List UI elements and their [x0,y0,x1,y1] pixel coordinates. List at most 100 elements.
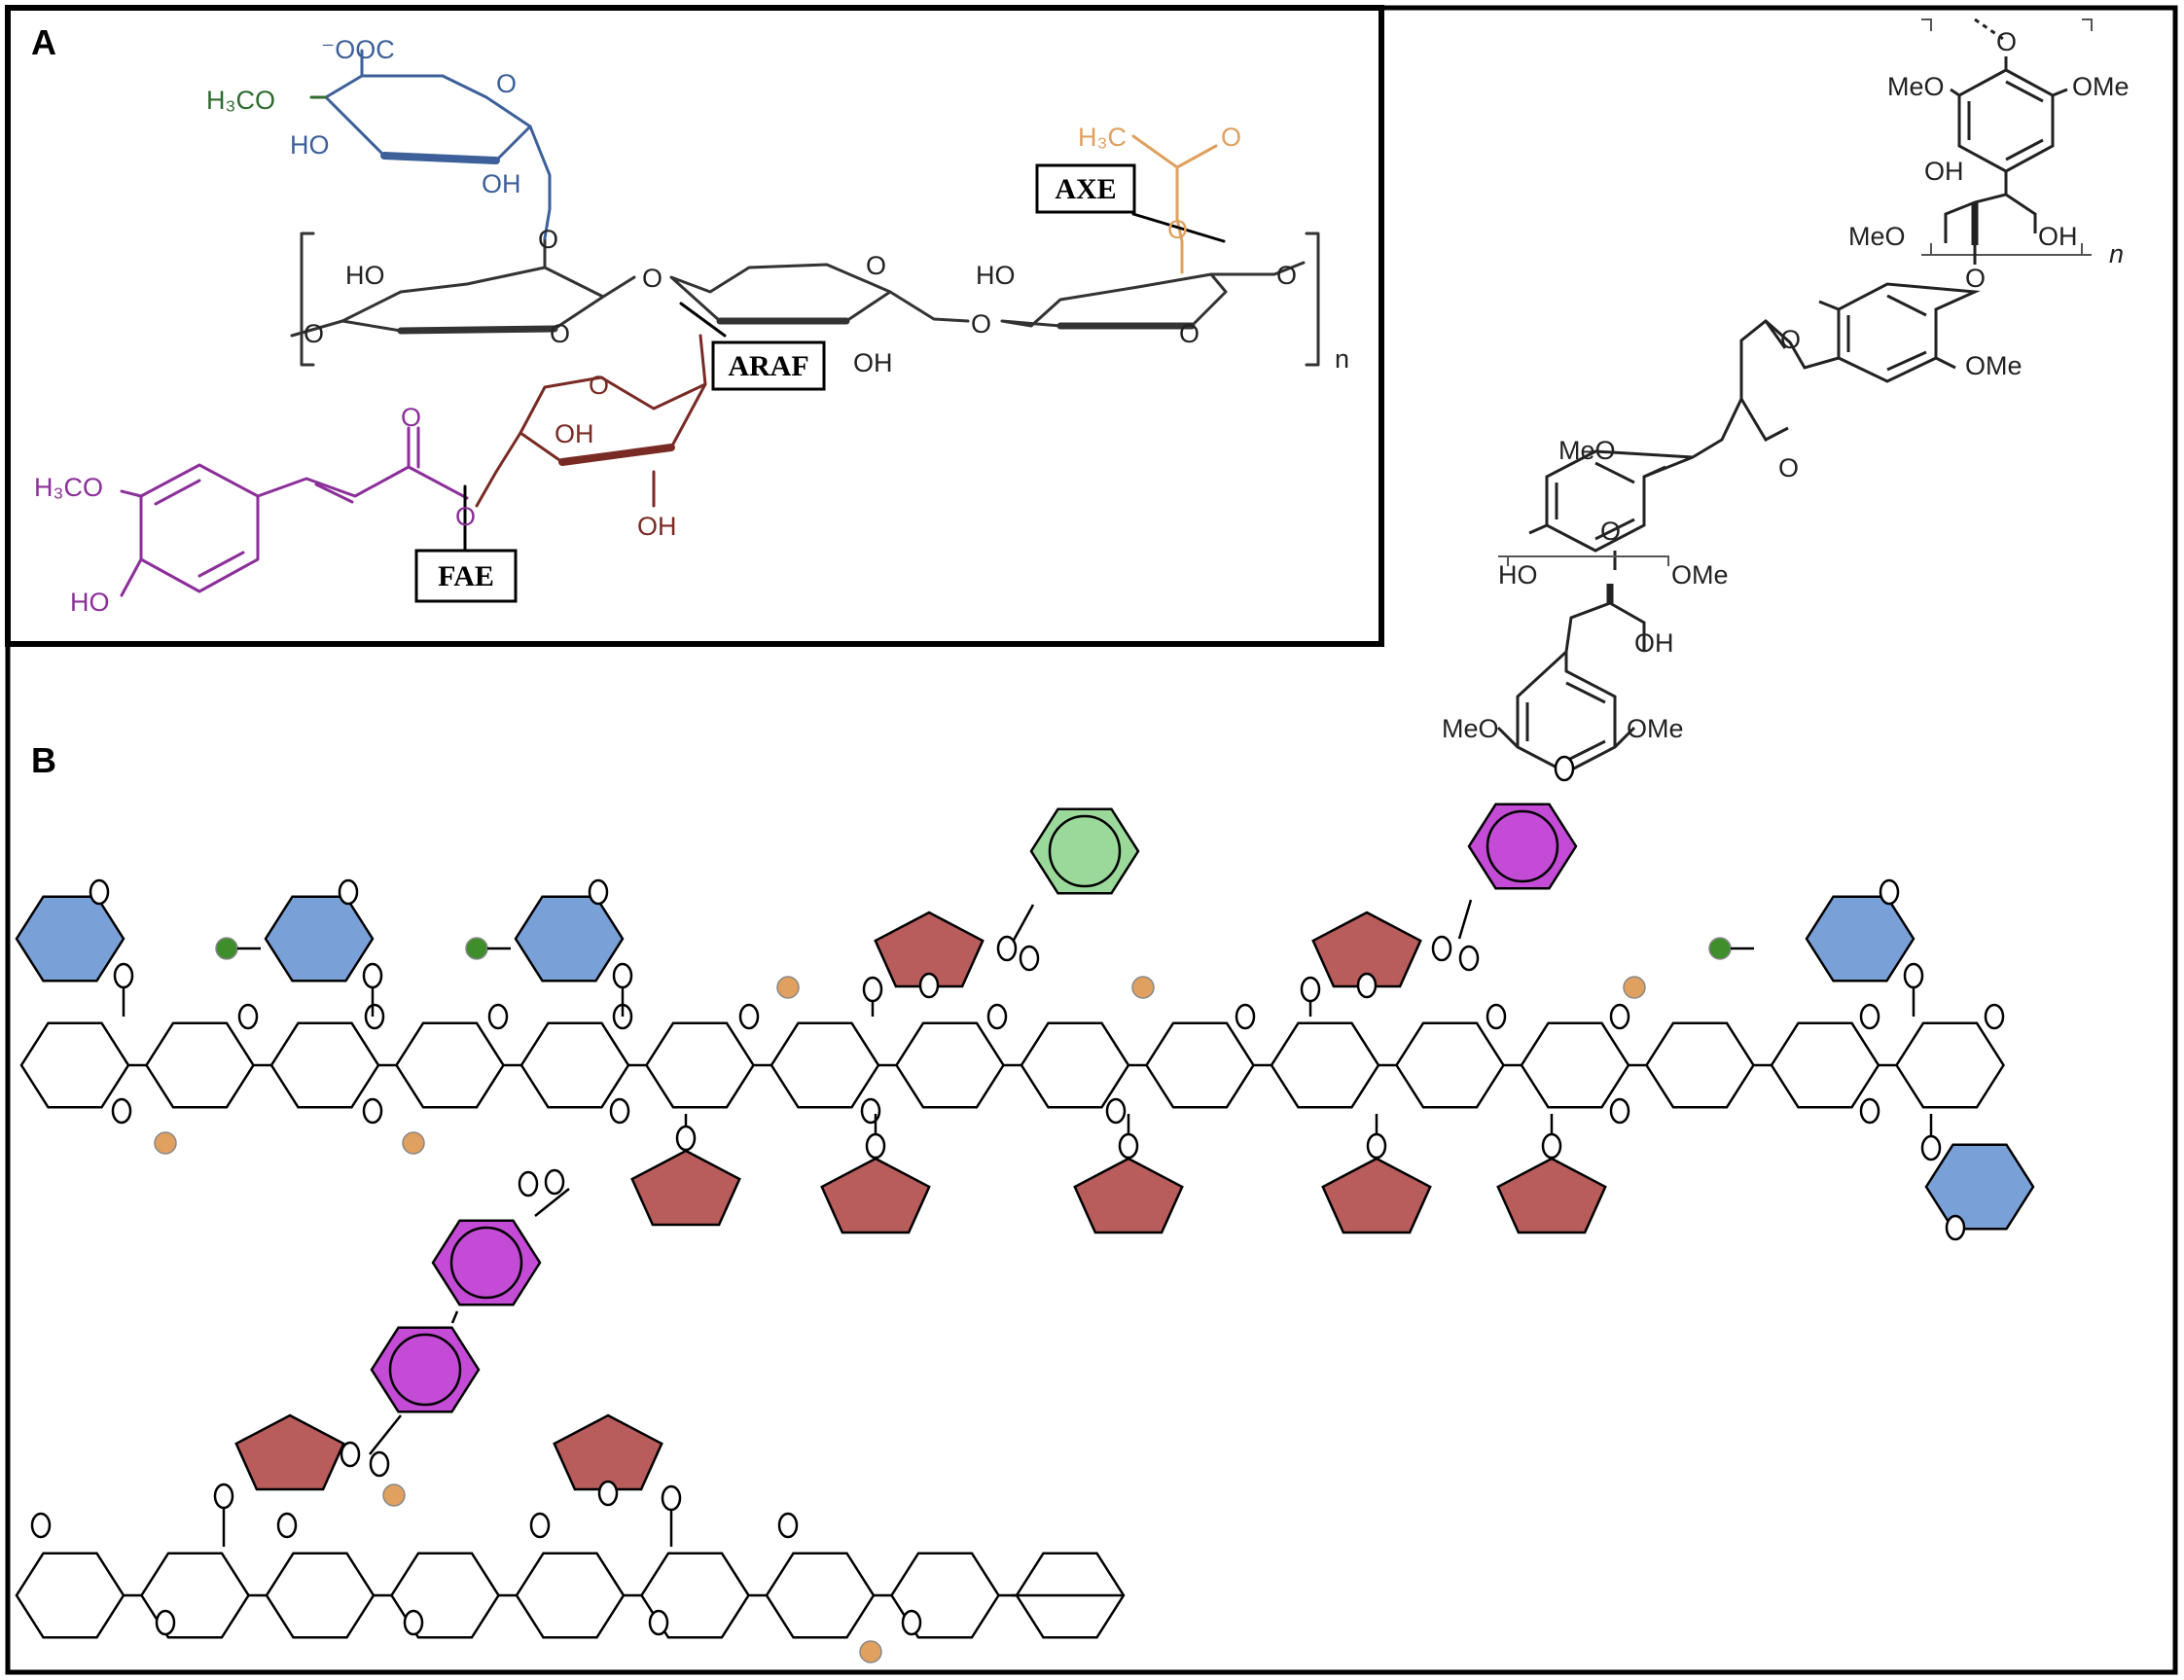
oxygen-link [738,1003,760,1030]
oxygen-link [1554,755,1575,782]
xylose-ring [1145,1021,1255,1109]
xylan-ring-o-3: O [1179,319,1199,348]
lignin-o-link-1: O [1965,264,1986,293]
lignin-meo-3: MeO [1558,436,1616,465]
oxygen-link [237,1003,259,1030]
oxygen-link [612,962,633,989]
feruloyl-linker [1010,904,1035,945]
glucuronic-hexagon [514,895,625,983]
acetyl-group [1131,134,1218,274]
glucuronic-carboxylate: ⁻OOC [321,35,395,64]
aromatic-circle [1048,814,1122,888]
oxygen-link [340,1441,361,1468]
glucuronic-ring-o: O [496,69,517,98]
panel-a-label: A [31,22,56,62]
oxygen-link [1609,1003,1630,1030]
xylose-ring [1395,1021,1505,1109]
oxygen-link [1945,1214,1966,1241]
acetyl-dot [776,976,800,999]
lignin-o-link-2: O [1600,517,1621,546]
oxygen-link [597,1480,619,1507]
acetyl-ester-o: O [1167,215,1188,244]
oxygen-link [1609,1097,1630,1125]
xylan-ring-o-2: O [866,251,886,280]
methyl-dot [215,937,238,960]
acetyl-dot [402,1131,425,1155]
oxygen-link [1920,1134,1942,1162]
glucuronic-hexagon [1924,1143,2035,1231]
arabinose-pentagon [1321,1157,1432,1234]
arabinose-pentagon [553,1413,663,1491]
xylose-ring [1270,1021,1380,1109]
lignin-meo-4: MeO [1442,714,1499,743]
lignin-meo-2: MeO [1848,222,1906,251]
oxygen-link [860,1097,881,1125]
oxygen-link [1903,962,1924,989]
oxygen-link [89,878,110,906]
lignin-furan-o-2: O [1778,453,1799,483]
xylan-repeat-n: n [1335,344,1349,374]
xylan-end-o: O [1276,261,1297,290]
arabinose-pentagon [234,1413,345,1491]
lignin-oh-3: OH [1634,628,1674,658]
lignin-ome-2: OMe [1965,351,2023,380]
xylan-link-o-3: O [971,309,991,339]
lignin-chain [1496,18,2093,774]
oxygen-link [1486,1003,1507,1030]
xylose-ring [645,1021,755,1109]
arabinose-hydroxyl-1: OH [555,419,594,448]
lignin-oh-1: OH [1924,157,1964,186]
oxygen-link [1105,1097,1127,1125]
araf-label-box [711,340,826,391]
xylan-hydroxyl-1: HO [345,261,385,290]
lignin-ome-1: OMe [2072,72,2130,101]
lignin-ho: HO [1498,560,1538,590]
arabinose-pentagon [630,1149,741,1227]
xylan-backbone [290,236,1306,338]
xylose-ring [519,1021,630,1109]
oxygen-link [1984,1003,2005,1030]
xylose-ring [1895,1021,2005,1109]
oxygen-link [777,1512,799,1539]
oxygen-link [648,1609,669,1636]
oxygen-link [1235,1003,1256,1030]
oxygen-link [661,1484,682,1512]
arabinose-ring-o: O [589,371,609,400]
acetyl-dot [1623,976,1646,999]
panel-a-structure [120,49,1320,597]
oxygen-link [529,1512,551,1539]
xylan-link-o-1: O [304,319,324,348]
ferulate-methoxy: H₃CO [34,473,103,502]
oxygen-link [901,1609,922,1636]
panel-b-label: B [31,740,56,780]
lignin-furan-o-1: O [1780,325,1801,354]
lignin-meo-1: MeO [1887,72,1945,101]
glucuronic-methoxy: H₃CO [206,86,275,115]
aromatic-circle [388,1333,462,1407]
lignin-ome-4: OMe [1627,714,1684,743]
araf-label: ARAF [728,350,808,382]
xylose-ring [1520,1021,1630,1109]
glucuronic-hexagon [264,895,375,983]
fae-label-box [414,549,518,603]
xylose-ring [640,1552,750,1639]
axe-label-box [1035,163,1136,214]
lignin-top-o: O [1996,27,2017,56]
acetyl-carbonyl-o: O [1221,123,1241,152]
ferulate-ester-o: O [455,502,476,531]
fae-label: FAE [438,560,494,592]
oxygen-link [986,1003,1008,1030]
xylose-ring [395,1021,505,1109]
methyl-dot [1708,937,1732,960]
oxygen-link [155,1609,176,1636]
xylan-link-o-2: O [642,264,662,293]
xylan-ring-o-1: O [550,319,570,348]
oxygen-link [1431,935,1452,962]
acetyl-methyl: H₃C [1078,123,1127,152]
oxygen-link [487,1003,509,1030]
acetyl-dot [859,1640,882,1663]
oxygen-link [364,1003,385,1030]
xylose-ring [1020,1021,1130,1109]
lignin-ome-3: OMe [1671,560,1729,590]
